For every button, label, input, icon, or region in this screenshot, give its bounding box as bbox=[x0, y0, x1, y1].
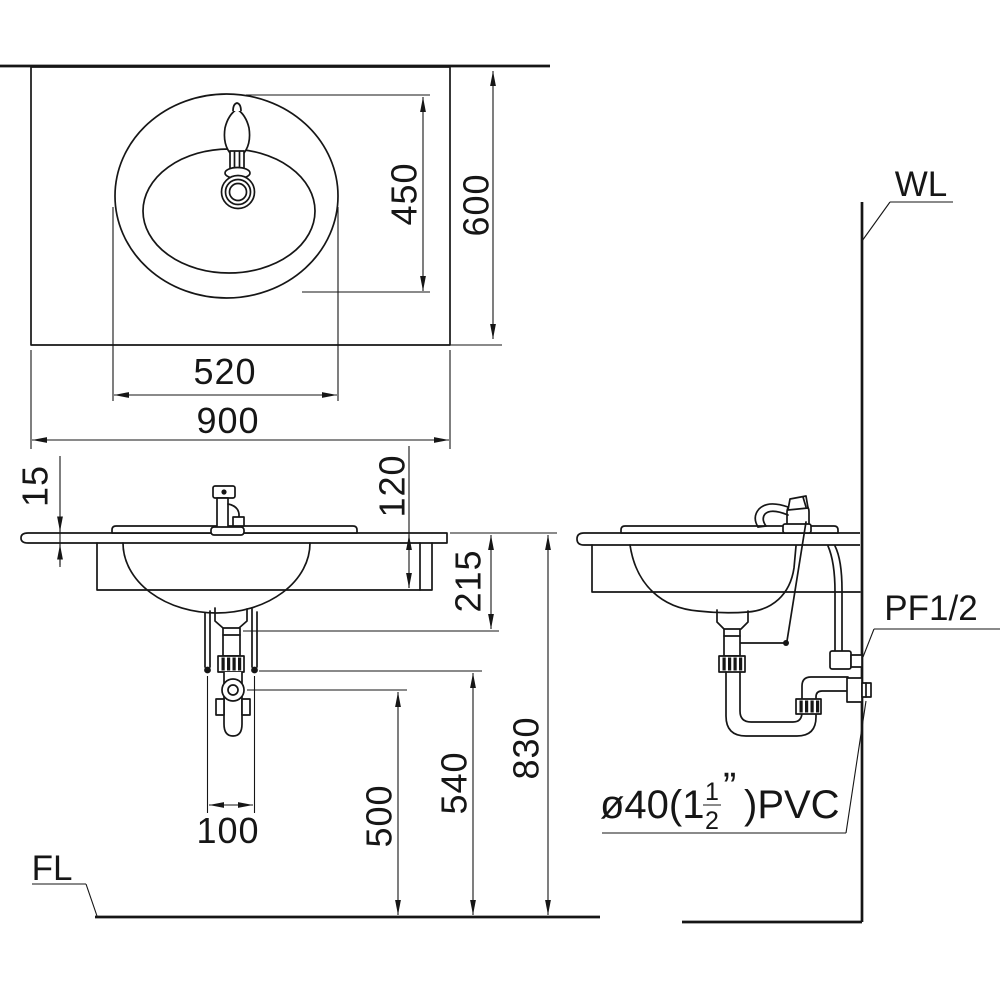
drain-flange-ring bbox=[224, 178, 252, 206]
dim-supply-stub-height: 540 bbox=[259, 670, 482, 915]
top-view: 450 600 520 900 bbox=[0, 64, 550, 449]
side-view: WL bbox=[576, 165, 1000, 924]
faucet-spout-side bbox=[754, 503, 789, 528]
countertop-slab-front bbox=[20, 532, 448, 544]
wall-line-callout: WL bbox=[861, 165, 953, 242]
counter-apron-side bbox=[591, 544, 861, 593]
sink-bowl-side bbox=[629, 544, 797, 614]
dim-215-label: 215 bbox=[448, 549, 489, 612]
drain-plug bbox=[228, 182, 248, 202]
dim-countertop-thickness: 15 bbox=[15, 456, 63, 567]
dim-830-label: 830 bbox=[506, 716, 547, 779]
drain-pipe-fraction-denominator: 2 bbox=[705, 807, 719, 835]
countertop-plan-outline bbox=[30, 66, 451, 346]
supply-stub-left bbox=[204, 666, 211, 674]
drain-pipe-inch-mark: ” bbox=[723, 765, 736, 809]
trap-cleanout bbox=[221, 678, 245, 702]
counter-apron-front bbox=[96, 542, 433, 591]
supply-fitting-callout: PF1/2 bbox=[862, 589, 1000, 658]
floor-label: FL bbox=[32, 849, 73, 888]
faucet-nub-top bbox=[232, 102, 242, 112]
countertop-slab-side bbox=[576, 532, 860, 546]
dim-900-label: 900 bbox=[196, 400, 259, 441]
popup-rod bbox=[786, 521, 807, 642]
drain-flange-outer bbox=[220, 174, 256, 210]
dim-counter-edge-height: 120 bbox=[372, 446, 413, 588]
dim-120-label: 120 bbox=[372, 454, 413, 517]
drain-pipe-callout: ø40(1 1 2 ” )PVC bbox=[600, 700, 867, 835]
faucet-base-side bbox=[782, 523, 812, 534]
supply-fitting-label: PF1/2 bbox=[884, 589, 977, 628]
dim-supply-spacing: 100 bbox=[196, 676, 259, 851]
basin-rim-oval bbox=[114, 93, 339, 299]
front-view: 15 120 215 830 540 bbox=[15, 446, 600, 919]
drain-tailpiece-side bbox=[723, 628, 741, 657]
dim-basin-length: 450 bbox=[246, 94, 430, 293]
angle-stop-nipple bbox=[850, 654, 863, 668]
angle-stop-body bbox=[829, 650, 852, 670]
faucet-base-front bbox=[210, 526, 245, 536]
dim-basin-width: 520 bbox=[112, 207, 339, 401]
dim-counter-depth: 600 bbox=[450, 71, 502, 346]
dim-counter-width: 900 bbox=[30, 350, 451, 449]
drain-wall-flange bbox=[846, 677, 863, 703]
dim-trap-outlet-height: 500 bbox=[247, 689, 407, 915]
drain-pipe-label-prefix: ø40(1 bbox=[600, 783, 705, 827]
dim-counter-top-height: 830 bbox=[506, 535, 551, 915]
sink-bowl-front bbox=[122, 542, 311, 614]
dim-540-label: 540 bbox=[434, 751, 475, 814]
dim-15-label: 15 bbox=[15, 465, 56, 507]
supply-hose-side bbox=[827, 545, 863, 670]
faucet-aerator-front bbox=[232, 516, 245, 527]
dim-600-label: 600 bbox=[456, 173, 497, 236]
dim-450-label: 450 bbox=[384, 162, 425, 225]
basin-bowl-oval bbox=[142, 148, 316, 274]
trap-pipe-outer bbox=[725, 671, 849, 737]
faucet-spout-front bbox=[227, 503, 240, 518]
faucet-body-front bbox=[216, 497, 229, 529]
trap-tab-left bbox=[215, 698, 225, 716]
drain-trap-front bbox=[214, 607, 251, 737]
faucet-plan bbox=[220, 102, 256, 210]
dim-500-label: 500 bbox=[359, 784, 400, 847]
trap-pipe-inner bbox=[739, 671, 849, 723]
trap-tab-right bbox=[241, 698, 251, 716]
wall-line-label: WL bbox=[895, 165, 948, 204]
floor-front: FL bbox=[32, 849, 600, 919]
supply-stub-right bbox=[251, 666, 258, 674]
dim-drain-tail-depth: 215 bbox=[243, 532, 557, 632]
drain-tailpiece-front bbox=[222, 627, 241, 657]
faucet-front bbox=[210, 485, 245, 536]
dim-520-label: 520 bbox=[193, 351, 256, 392]
drain-trap-side bbox=[716, 609, 872, 737]
supply-pipes-front bbox=[204, 608, 258, 674]
dim-100-label: 100 bbox=[196, 810, 259, 851]
drain-pipe-fraction-numerator: 1 bbox=[705, 778, 719, 806]
drain-pipe-label-suffix: )PVC bbox=[744, 783, 840, 827]
